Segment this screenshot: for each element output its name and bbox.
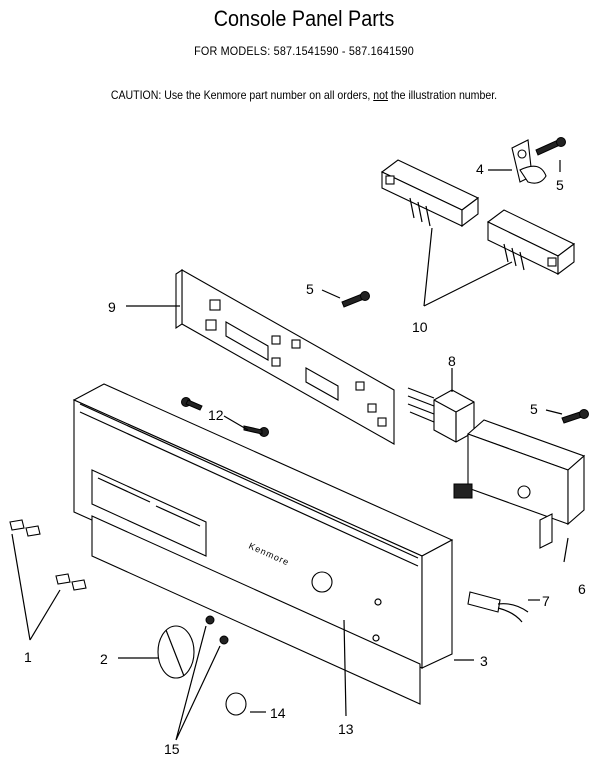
part-10-connector-lower bbox=[486, 209, 576, 276]
part-10-connector-upper bbox=[380, 159, 480, 228]
callout-1: 1 bbox=[24, 649, 32, 665]
part-7-switch bbox=[467, 591, 529, 623]
part-4-bracket bbox=[511, 139, 547, 184]
caution-emphasis: not bbox=[373, 88, 388, 102]
callout-5-middle: 5 bbox=[306, 281, 314, 297]
part-5-screw-middle bbox=[341, 291, 370, 308]
callout-2: 2 bbox=[100, 651, 108, 667]
page-title: Console Panel Parts bbox=[213, 6, 395, 31]
leader-lines bbox=[11, 160, 569, 741]
callout-8: 8 bbox=[448, 353, 456, 369]
models-line: FOR MODELS: 587.1541590 - 587.1641590 bbox=[194, 44, 414, 58]
part-6-control-module bbox=[453, 419, 586, 549]
callout-3: 3 bbox=[480, 653, 488, 669]
callout-10: 10 bbox=[412, 319, 428, 335]
part-14-button bbox=[225, 692, 247, 716]
part-8-connector-block bbox=[407, 387, 475, 443]
part-2-knob bbox=[157, 625, 195, 679]
callout-9: 9 bbox=[108, 299, 116, 315]
callout-6: 6 bbox=[578, 581, 586, 597]
caution-note: CAUTION: Use the Kenmore part number on … bbox=[36, 88, 571, 102]
callout-5-top: 5 bbox=[556, 177, 564, 193]
part-12-screws bbox=[181, 397, 269, 437]
part-5-screw-right bbox=[561, 409, 589, 424]
part-1-clips bbox=[9, 519, 87, 591]
callout-7: 7 bbox=[542, 593, 550, 609]
part-3-console-housing bbox=[72, 383, 454, 669]
part-15-screws bbox=[205, 615, 229, 645]
caution-text-end: the illustration number. bbox=[387, 88, 498, 102]
callout-15: 15 bbox=[164, 741, 180, 757]
callout-12: 12 bbox=[208, 407, 224, 423]
callout-14: 14 bbox=[270, 705, 286, 721]
part-5-screw-top bbox=[535, 137, 566, 156]
callout-4: 4 bbox=[476, 161, 484, 177]
caution-text-start: CAUTION: Use the Kenmore part number on … bbox=[110, 88, 374, 102]
callout-13: 13 bbox=[338, 721, 354, 737]
callout-5-right: 5 bbox=[530, 401, 538, 417]
part-9-mounting-plate bbox=[175, 268, 395, 445]
